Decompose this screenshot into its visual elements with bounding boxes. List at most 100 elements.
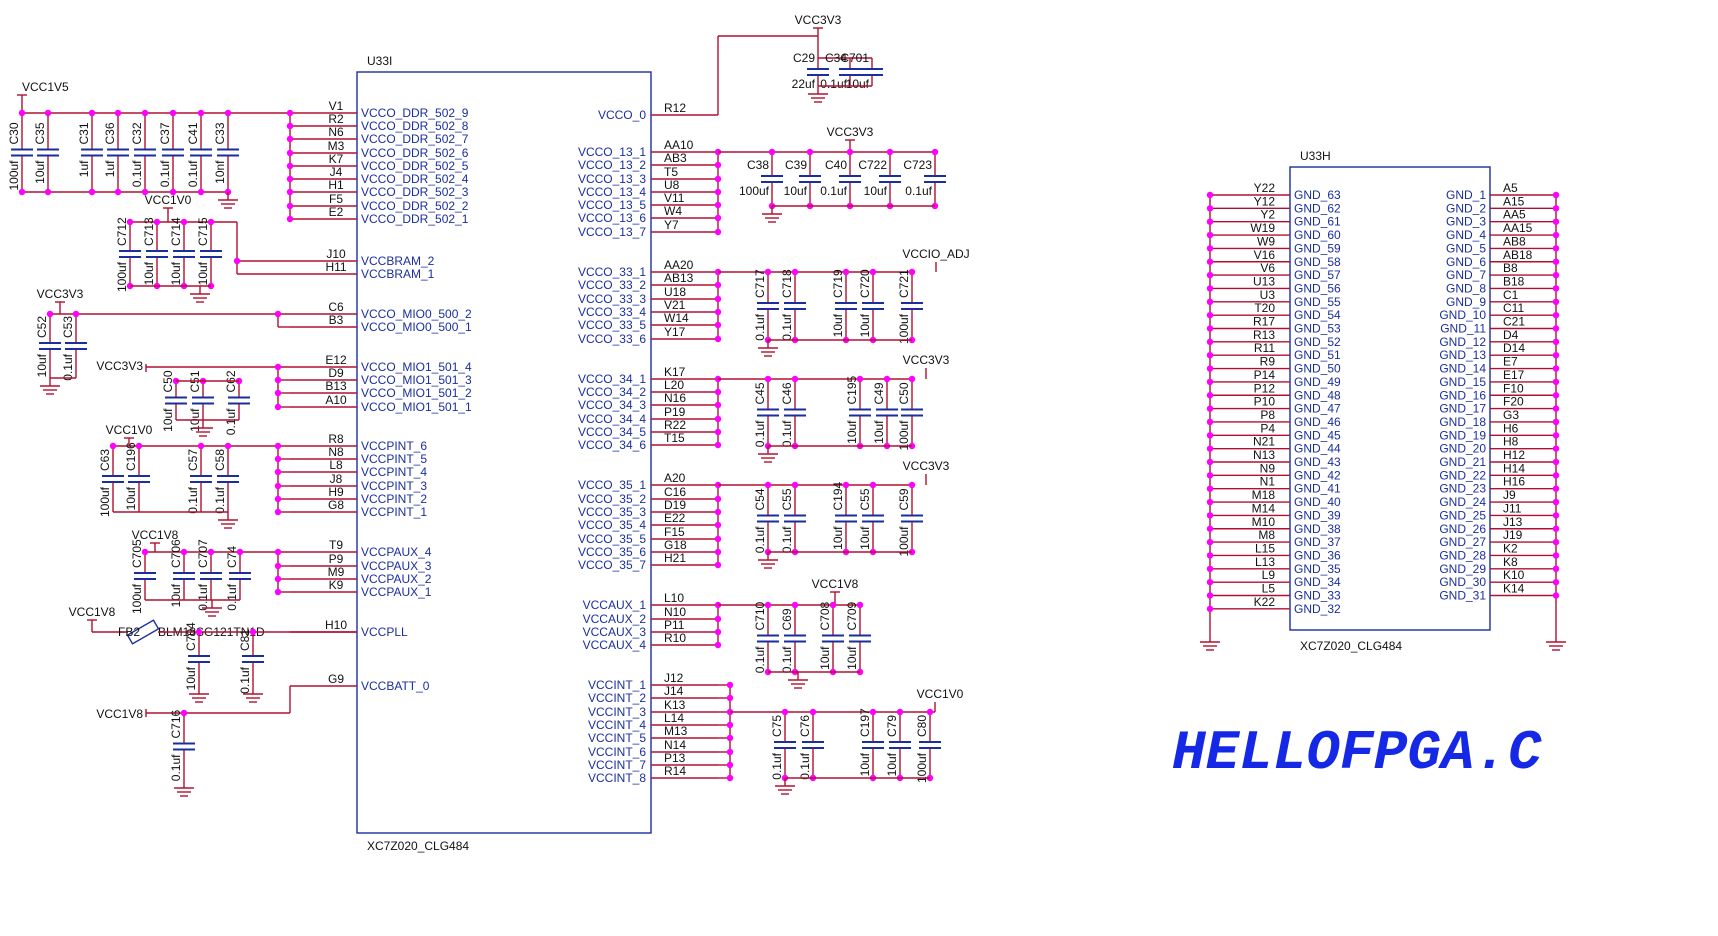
cap-ref: C722: [858, 158, 887, 172]
cap-ref: C721: [897, 269, 911, 298]
pin-name: GND_15: [1439, 375, 1486, 389]
pin-number: M3: [328, 139, 345, 153]
junction-dot: [1206, 298, 1214, 305]
pin-name: VCCO_DDR_502_2: [361, 199, 469, 213]
junction-dot: [88, 188, 96, 196]
pin-number: H12: [1503, 448, 1525, 462]
cap-ref: C707: [196, 539, 210, 568]
u33h-ref: U33H: [1300, 149, 1331, 163]
junction-dot: [1552, 552, 1560, 559]
pin-name: VCCAUX_2: [583, 612, 647, 626]
junction-dot: [714, 321, 722, 329]
junction-dot: [274, 575, 282, 583]
cap-ref: C716: [169, 709, 183, 738]
pin-name: GND_12: [1439, 335, 1486, 349]
junction-dot: [1206, 552, 1214, 559]
pin-name: GND_6: [1446, 255, 1486, 269]
pin-name: VCCO_DDR_502_8: [361, 119, 469, 133]
pin-name: GND_61: [1294, 215, 1341, 229]
junction-dot: [207, 218, 215, 226]
junction-dot: [768, 148, 776, 156]
pin-name: GND_37: [1294, 535, 1341, 549]
junction-dot: [726, 734, 734, 742]
u33i-part: XC7Z020_CLG484: [367, 839, 469, 853]
pin-number: C11: [1503, 301, 1524, 315]
junction-dot: [764, 268, 772, 276]
pin-number: C16: [664, 485, 686, 499]
pin-name: VCCAUX_3: [583, 625, 647, 639]
cap-value: 10uf: [818, 646, 832, 670]
pin-number: N14: [664, 738, 686, 752]
cap-ref: C79: [885, 715, 899, 737]
cap-ref: C50: [161, 370, 175, 392]
junction-dot: [714, 415, 722, 423]
pin-number: AB3: [664, 151, 687, 165]
pin-number: D4: [1503, 328, 1519, 342]
junction-dot: [274, 468, 282, 476]
junction-dot: [1206, 271, 1214, 279]
pin-name: VCCINT_5: [588, 731, 646, 745]
pin-name: GND_28: [1439, 548, 1486, 562]
cap-value: 22uf: [792, 77, 816, 91]
pin-name: VCCO_33_1: [578, 265, 646, 279]
pin-number: R13: [1253, 328, 1275, 342]
pin-name: VCCO_13_3: [578, 172, 646, 186]
pin-number: N1: [1260, 475, 1276, 489]
junction-dot: [1206, 325, 1214, 332]
pin-number: L9: [1262, 568, 1276, 582]
junction-dot: [286, 122, 294, 130]
pin-name: GND_48: [1294, 388, 1341, 402]
pin-name: VCCO_13_5: [578, 198, 646, 212]
pin-name: GND_4: [1446, 228, 1486, 242]
junction-dot: [88, 109, 96, 117]
junction-dot: [714, 295, 722, 303]
pin-name: GND_33: [1294, 589, 1341, 603]
power-net-label: VCC1V5: [22, 80, 69, 94]
pin-number: G8: [328, 498, 344, 512]
junction-dot: [1552, 205, 1560, 212]
junction-dot: [1552, 525, 1560, 532]
pin-number: K13: [664, 698, 686, 712]
cap-value: 0.1uf: [158, 160, 172, 187]
pin-name: VCCINT_2: [588, 691, 646, 705]
junction-dot: [926, 708, 934, 716]
cap-ref: C50: [897, 382, 911, 404]
pin-name: GND_18: [1439, 415, 1486, 429]
junction-dot: [714, 535, 722, 543]
junction-dot: [1552, 498, 1560, 506]
cap-value: 1uf: [77, 160, 91, 177]
junction-dot: [1552, 392, 1560, 399]
pin-name: GND_16: [1439, 388, 1486, 402]
pin-name: VCCINT_3: [588, 705, 646, 719]
pin-number: F20: [1503, 395, 1524, 409]
junction-dot: [714, 388, 722, 396]
cap-value: 100uf: [739, 184, 770, 198]
junction-dot: [714, 548, 722, 556]
junction-dot: [856, 375, 864, 383]
junction-dot: [286, 135, 294, 143]
power-net-label: VCC1V0: [145, 193, 192, 207]
junction-dot: [18, 188, 26, 196]
junction-dot: [286, 202, 294, 210]
junction-dot: [714, 508, 722, 516]
pin-number: P11: [664, 618, 685, 632]
cap-ref: C701: [840, 51, 869, 65]
junction-dot: [1552, 538, 1560, 546]
pin-name: VCCINT_6: [588, 745, 646, 759]
pin-name: VCCO_DDR_502_4: [361, 172, 469, 186]
pin-number: P9: [329, 552, 344, 566]
pin-number: D19: [664, 498, 686, 512]
power-net-label: VCC1V0: [917, 687, 964, 701]
pin-number: J11: [1503, 501, 1522, 515]
pin-number: V1: [329, 99, 344, 113]
junction-dot: [1206, 338, 1214, 346]
pin-name: VCCO_33_3: [578, 292, 646, 306]
pin-number: N6: [328, 125, 344, 139]
pin-name: GND_53: [1294, 322, 1341, 336]
cap-value: 0.1uf: [753, 420, 767, 447]
pin-name: VCCO_MIO0_500_2: [361, 307, 472, 321]
junction-dot: [1206, 365, 1214, 372]
pin-number: T9: [329, 538, 343, 552]
junction-dot: [726, 748, 734, 756]
pin-name: GND_62: [1294, 201, 1341, 215]
